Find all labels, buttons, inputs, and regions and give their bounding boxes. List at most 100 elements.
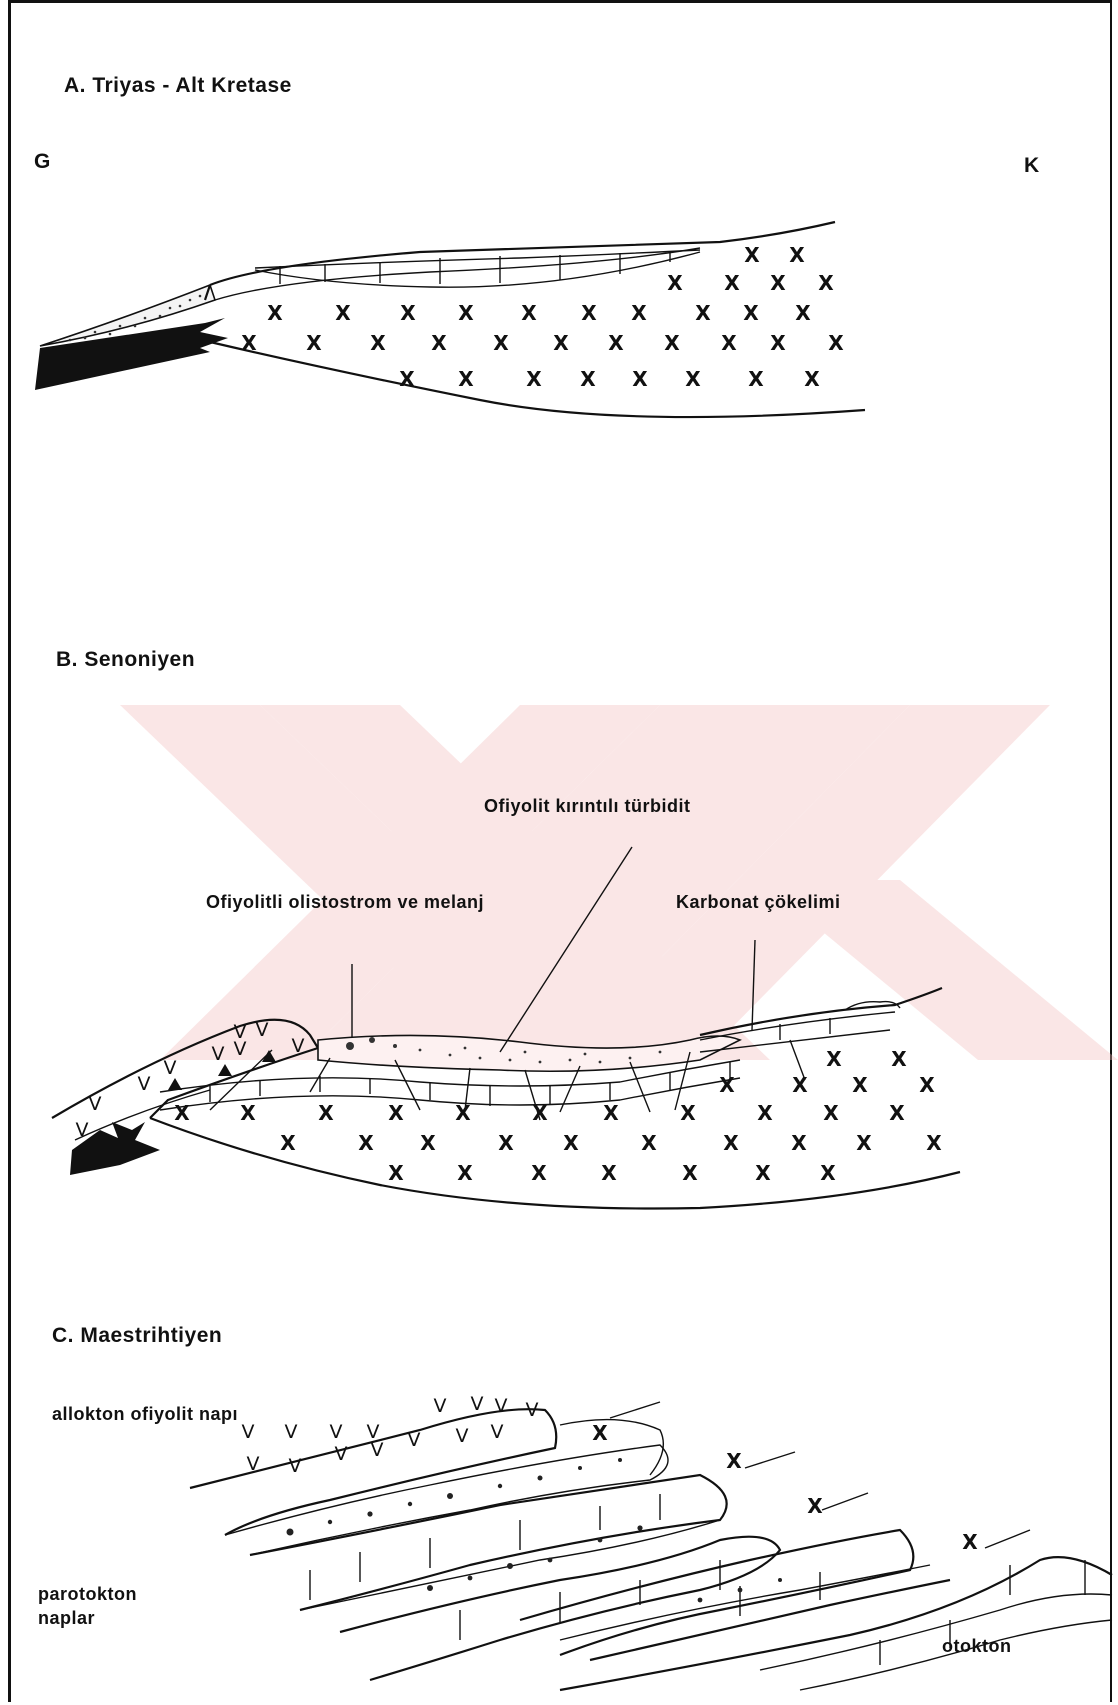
volcanic-symbol: V [330,1421,343,1443]
volcanic-symbol: V [471,1393,484,1415]
granite-symbol: X [724,271,740,295]
granite-symbol: X [493,331,509,355]
granite-symbol: X [695,301,711,325]
granite-symbol: X [685,367,701,391]
granite-symbol: X [241,331,257,355]
granite-symbol: X [592,1421,608,1445]
label-allokton: allokton ofiyolit napı [52,1404,238,1425]
granite-symbol: X [792,1073,808,1097]
granite-symbol: X [748,367,764,391]
label-karbonat: Karbonat çökelimi [676,892,841,913]
volcanic-symbol: V [526,1399,539,1421]
volcanic-symbol: V [434,1395,447,1417]
volcanic-symbol: V [76,1119,89,1141]
granite-symbol: X [664,331,680,355]
granite-symbol: X [719,1073,735,1097]
label-olistostrom: Ofiyolitli olistostrom ve melanj [206,892,484,913]
granite-symbol: X [828,331,844,355]
volcanic-symbol: V [371,1439,384,1461]
granite-symbol: X [455,1101,471,1125]
granite-symbol: X [632,367,648,391]
granite-symbol: X [891,1047,907,1071]
granite-symbol: X [563,1131,579,1155]
direction-right-label: K [1024,154,1040,178]
granite-symbol: X [680,1101,696,1125]
granite-symbol: X [458,301,474,325]
volcanic-symbol: V [212,1043,225,1065]
granite-symbol: X [723,1131,739,1155]
granite-symbol: X [306,331,322,355]
granite-symbol: X [458,367,474,391]
volcanic-symbol: V [408,1429,421,1451]
volcanic-symbol: V [285,1421,298,1443]
granite-symbol: X [280,1131,296,1155]
section-c-title: C. Maestrihtiyen [52,1324,222,1348]
section-b-title: B. Senoniyen [56,648,195,672]
volcanic-symbol: V [234,1038,247,1060]
granite-symbol: X [889,1101,905,1125]
granite-symbol: X [820,1161,836,1185]
granite-symbol: X [926,1131,942,1155]
granite-symbol: X [804,367,820,391]
label-otokton: otokton [942,1636,1011,1657]
granite-symbol: X [267,301,283,325]
volcanic-symbol: V [242,1421,255,1443]
granite-symbol: X [826,1047,842,1071]
volcanic-symbol: V [292,1035,305,1057]
granite-symbol: X [335,301,351,325]
granite-symbol: X [667,271,683,295]
granite-symbol: X [370,331,386,355]
granite-symbol: X [791,1131,807,1155]
volcanic-symbol: V [164,1057,177,1079]
label-paratokton-2: naplar [38,1608,95,1629]
granite-symbol: X [795,301,811,325]
granite-symbol: X [521,301,537,325]
volcanic-symbol: V [256,1019,269,1041]
granite-symbol: X [601,1161,617,1185]
granite-symbol: X [581,301,597,325]
section-a-basement [35,318,228,390]
volcanic-symbol: V [456,1425,469,1447]
granite-symbol: X [852,1073,868,1097]
granite-symbol: X [318,1101,334,1125]
granite-symbol: X [962,1530,978,1554]
granite-symbol: X [553,331,569,355]
watermark-logo [120,705,1118,1060]
granite-symbol: X [726,1449,742,1473]
label-paratokton-1: parotokton [38,1584,137,1605]
granite-symbol: X [744,243,760,267]
granite-symbol: X [755,1161,771,1185]
granite-symbol: X [641,1131,657,1155]
label-turbidit: Ofiyolit kırıntılı türbidit [484,796,691,817]
granite-symbol: X [757,1101,773,1125]
granite-symbol: X [526,367,542,391]
granite-symbol: X [603,1101,619,1125]
volcanic-symbol: V [289,1455,302,1477]
granite-symbol: X [240,1101,256,1125]
granite-symbol: X [358,1131,374,1155]
granite-symbol: X [770,331,786,355]
granite-symbol: X [431,331,447,355]
volcanic-symbol: V [138,1073,151,1095]
granite-symbol: X [770,271,786,295]
granite-symbol: X [682,1161,698,1185]
granite-symbol: X [580,367,596,391]
granite-symbol: X [498,1131,514,1155]
granite-symbol: X [823,1101,839,1125]
granite-symbol: X [789,243,805,267]
granite-symbol: X [388,1161,404,1185]
section-a-title: A. Triyas - Alt Kretase [64,74,292,98]
granite-symbol: X [818,271,834,295]
granite-symbol: X [721,331,737,355]
granite-symbol: X [631,301,647,325]
volcanic-symbol: V [335,1443,348,1465]
granite-symbol: X [457,1161,473,1185]
volcanic-symbol: V [495,1395,508,1417]
volcanic-symbol: V [491,1421,504,1443]
granite-symbol: X [399,367,415,391]
granite-symbol: X [608,331,624,355]
granite-symbol: X [919,1073,935,1097]
granite-symbol: X [743,301,759,325]
granite-symbol: X [400,301,416,325]
